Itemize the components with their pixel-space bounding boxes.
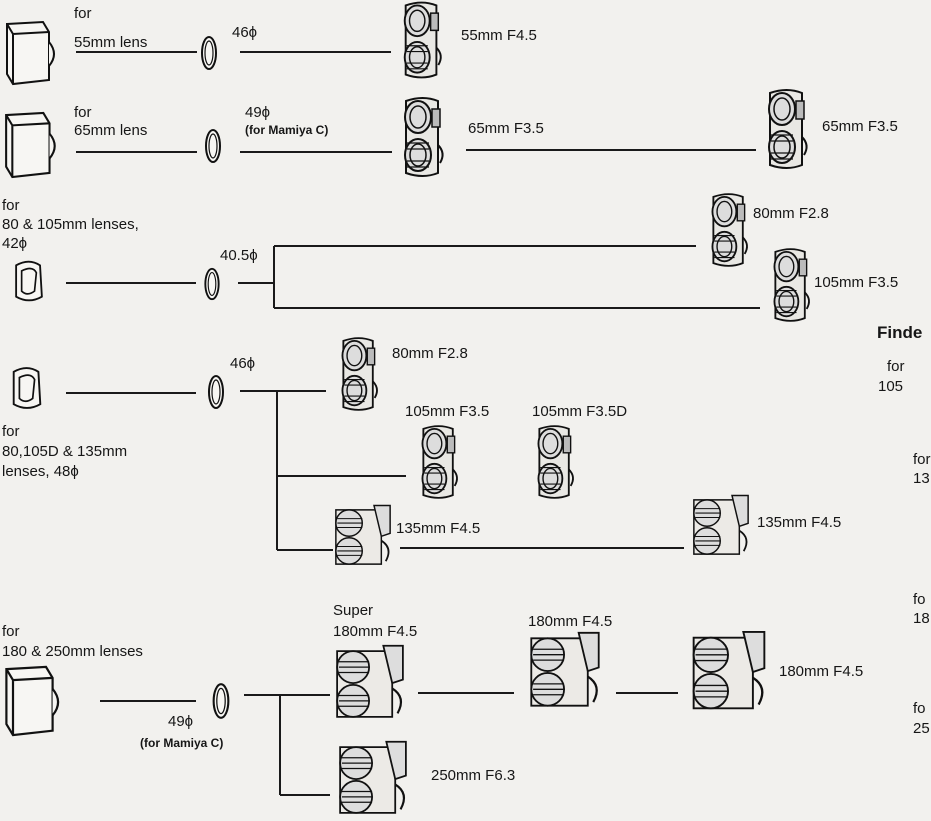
hood-180-label-2: 180 & 250mm lenses (2, 643, 143, 660)
filter-46b-icon (208, 375, 224, 409)
lens-180b-icon (530, 631, 600, 707)
filter-49-note: (for Mamiya C) (245, 123, 328, 137)
hood-65-label-2: 65mm lens (74, 122, 147, 139)
finder-label-4a: fo (913, 700, 926, 717)
filter-49-icon (204, 128, 222, 164)
rubber-hood-80-icon (15, 260, 43, 302)
finder-label-2b: 13 (913, 470, 930, 487)
lens-65-label: 65mm F3.5 (468, 120, 544, 137)
lens-135b-label: 135mm F4.5 (757, 514, 841, 531)
finder-label-1b: 105 (878, 378, 903, 395)
filter-46b-label: 46ϕ (230, 355, 255, 372)
lens-80b-label: 80mm F2.8 (392, 345, 468, 362)
lens-180-super-icon (335, 644, 405, 719)
lens-135-label: 135mm F4.5 (396, 520, 480, 537)
lens-105-icon (773, 248, 810, 322)
lens-250-icon (338, 740, 408, 815)
lens-105-label: 105mm F3.5 (814, 274, 898, 291)
finder-section-title: Finde (877, 323, 922, 342)
lens-hood-55-icon (5, 20, 56, 86)
filter-40-icon (204, 267, 220, 301)
hood-80-label-1: for (2, 197, 20, 214)
hood-55-label-2: 55mm lens (74, 34, 147, 51)
lens-55-label: 55mm F4.5 (461, 27, 537, 44)
lens-hood-65-icon (5, 111, 56, 179)
lens-65-icon (403, 96, 444, 178)
hood-55-label-1: for (74, 5, 92, 22)
filter-49b-note: (for Mamiya C) (140, 736, 223, 750)
hood-80-label-3: 42ϕ (2, 235, 27, 252)
connector-branch (273, 245, 760, 309)
connector-branch (276, 390, 406, 551)
finder-label-1a: for (887, 358, 905, 375)
filter-49b-icon (212, 683, 230, 719)
lens-65-alt-icon (767, 88, 808, 170)
hood-65-label-1: for (74, 104, 92, 121)
hood-48-label-1: for (2, 423, 20, 440)
rubber-hood-48-icon (12, 367, 42, 409)
lens-180s-label-1: Super (333, 602, 373, 619)
finder-label-3a: fo (913, 591, 926, 608)
lens-80-label: 80mm F2.8 (753, 205, 829, 222)
filter-49-label: 49ϕ (245, 104, 270, 121)
lens-180c-label: 180mm F4.5 (779, 663, 863, 680)
hood-48-label-2: 80,105D & 135mm (2, 443, 127, 460)
hood-80-label-2: 80 & 105mm lenses, (2, 216, 139, 233)
lens-105b-icon (421, 425, 458, 499)
finder-label-2a: for (913, 451, 931, 468)
filter-46-icon (200, 35, 218, 71)
lens-105d-icon (537, 425, 574, 499)
lens-65-alt-label: 65mm F3.5 (822, 118, 898, 135)
filter-49b-label: 49ϕ (168, 713, 193, 730)
finder-label-4b: 25 (913, 720, 930, 737)
lens-250-label: 250mm F6.3 (431, 767, 515, 784)
lens-hood-180-icon (5, 665, 60, 737)
filter-40-label: 40.5ϕ (220, 247, 258, 264)
filter-46-label: 46ϕ (232, 24, 257, 41)
lens-180b-label: 180mm F4.5 (528, 613, 612, 630)
finder-label-3b: 18 (913, 610, 930, 627)
hood-180-label-1: for (2, 623, 20, 640)
lens-180s-label-2: 180mm F4.5 (333, 623, 417, 640)
connector-branch (279, 694, 330, 796)
lens-180c-icon (692, 630, 766, 710)
lens-55-icon (403, 1, 442, 79)
lens-135b-icon (692, 494, 750, 556)
lens-80b-icon (341, 337, 378, 411)
hood-48-label-3: lenses, 48ϕ (2, 463, 79, 480)
lens-135-icon (334, 504, 392, 566)
lens-105d-label: 105mm F3.5D (532, 403, 627, 420)
lens-105b-label: 105mm F3.5 (405, 403, 489, 420)
lens-80-icon (711, 193, 748, 267)
